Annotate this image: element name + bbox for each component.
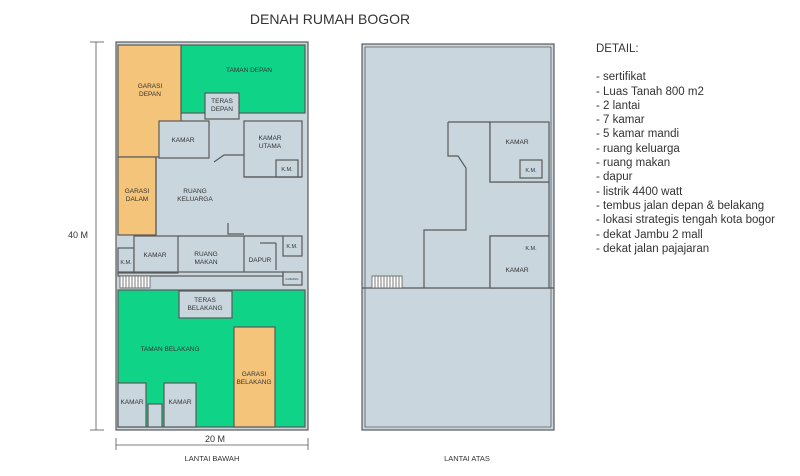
label-taman-depan: TAMAN DEPAN <box>226 67 272 74</box>
label-kamar-3: KAMAR <box>120 399 143 406</box>
lower-floor-caption: LANTAI BAWAH <box>185 454 240 463</box>
detail-item: - 7 kamar <box>596 114 645 127</box>
label-gudang: GUDANG <box>285 277 299 281</box>
detail-panel: DETAIL: - sertifikat - Luas Tanah 800 m2… <box>596 42 796 256</box>
kamar-4-area <box>163 382 197 428</box>
taman-depan-area <box>180 44 306 114</box>
label-upper-kamar-top: KAMAR <box>505 139 528 146</box>
teras-belakang-area <box>178 290 233 319</box>
label-km-utama: K.M. <box>281 167 293 173</box>
lower-floor-plan <box>115 41 309 431</box>
upper-kamar-bottom-area <box>489 235 550 289</box>
km-dapur-area <box>282 235 303 257</box>
detail-item: - dapur <box>596 171 633 184</box>
detail-item: - ruang keluarga <box>596 142 680 155</box>
upper-floor-plan <box>361 43 555 431</box>
label-dapur: DAPUR <box>249 257 272 264</box>
detail-item: - listrik 4400 watt <box>596 185 683 198</box>
label-km-dapur: K.M. <box>286 244 298 250</box>
detail-item: - 5 kamar mandi <box>596 128 680 141</box>
lower-interior-walls <box>117 154 302 277</box>
detail-item: - dekat jalan pajajaran <box>596 242 710 255</box>
lower-stairs <box>119 275 151 289</box>
label-kamar-1: KAMAR <box>171 137 194 144</box>
detail-item: - dekat Jambu 2 mall <box>596 228 703 241</box>
detail-item: - sertifikat <box>596 71 646 84</box>
label-upper-km-bottom: K.M. <box>525 246 537 252</box>
label-upper-km-top: K.M. <box>525 168 537 174</box>
detail-item: - tembus jalan depan & belakang <box>596 199 765 212</box>
detail-item: - lokasi strategis tengah kota bogor <box>596 214 775 227</box>
kamar-1-area <box>158 120 210 159</box>
label-kamar-4: KAMAR <box>168 399 191 406</box>
narrow-passage-area <box>147 403 163 428</box>
gudang-area <box>282 271 303 286</box>
dimension-width-label: 20 M <box>205 434 225 444</box>
upper-stairs <box>371 275 403 289</box>
garasi-belakang-area <box>233 326 276 428</box>
label-upper-kamar-bottom: KAMAR <box>505 267 528 274</box>
detail-item: - 2 lantai <box>596 99 641 112</box>
detail-item: - Luas Tanah 800 m2 <box>596 85 704 98</box>
label-taman-belakang: TAMAN BELAKANG <box>140 346 199 353</box>
garasi-dalam-area <box>117 156 157 236</box>
detail-item: - ruang makan <box>596 157 671 170</box>
dimension-height-label: 40 M <box>68 230 88 240</box>
kamar-3-area <box>117 382 147 428</box>
page-title: DENAH RUMAH BOGOR <box>250 11 410 27</box>
label-kamar-2: KAMAR <box>143 252 166 259</box>
detail-list: - sertifikat - Luas Tanah 800 m2 - 2 lan… <box>596 70 796 256</box>
dimension-width <box>115 438 309 450</box>
upper-floor-caption: LANTAI ATAS <box>444 454 490 463</box>
label-km-kiri: K.M. <box>120 260 132 266</box>
detail-heading: DETAIL: <box>596 43 639 55</box>
upper-km-top-area <box>519 159 543 179</box>
teras-depan-area <box>204 92 240 120</box>
dimension-height <box>90 41 104 431</box>
